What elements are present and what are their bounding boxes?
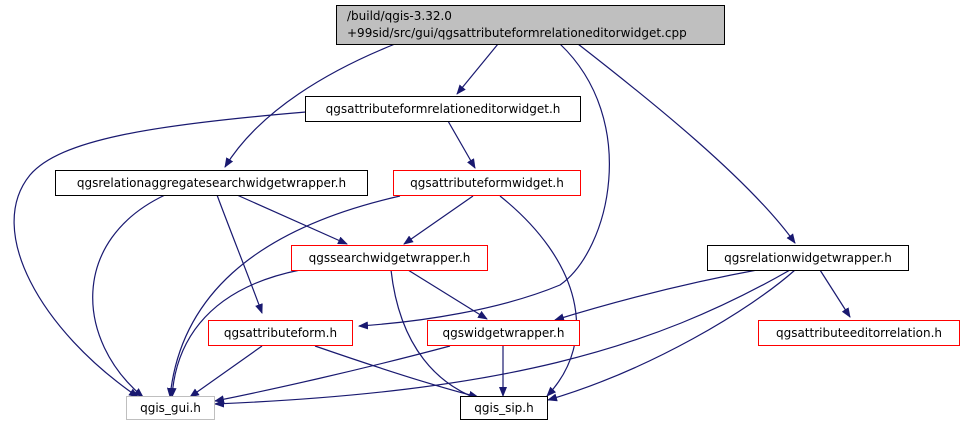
node-qgswidgetwrapper-h[interactable]: qgswidgetwrapper.h [427, 320, 580, 346]
edge-aggregatesearch-to-searchwrapper [236, 194, 348, 245]
root-file-node: /build/qgis-3.32.0 +99sid/src/gui/qgsatt… [336, 5, 725, 45]
node-label: qgis_gui.h [140, 400, 201, 415]
node-label: qgsattributeformrelationeditorwidget.h [325, 101, 561, 116]
node-qgsattributeformrelationeditorwidget-h[interactable]: qgsattributeformrelationeditorwidget.h [305, 96, 581, 122]
node-qgsattributeform-h[interactable]: qgsattributeform.h [208, 320, 353, 346]
node-qgis-gui-h[interactable]: qgis_gui.h [126, 396, 215, 420]
root-file-path-line1: /build/qgis-3.32.0 [347, 9, 452, 23]
node-label: qgis_sip.h [474, 400, 534, 415]
edge-widgetwrapper-to-gui [214, 345, 451, 404]
edge-relationwrapper-to-gui [214, 269, 791, 408]
edge-root-to-aggregatesearch [224, 43, 396, 168]
edge-relationeditor-to-gui [13, 111, 307, 398]
edge-aggregatesearch-to-gui [92, 194, 166, 398]
edge-relationwrapper-to-editorrelation [819, 269, 851, 318]
edge-root-to-relationeditor [456, 43, 499, 95]
edge-searchwrapper-to-gui [168, 269, 301, 398]
edge-attributeform-to-gui [189, 345, 263, 398]
node-label: qgsattributeformwidget.h [410, 175, 564, 190]
edge-root-to-relationwrapper [577, 43, 796, 244]
node-qgsrelationwidgetwrapper-h[interactable]: qgsrelationwidgetwrapper.h [707, 245, 909, 271]
edge-aggregatesearch-to-attributeform [216, 194, 263, 314]
edge-formwidget-to-searchwrapper [403, 195, 474, 245]
edge-relationwrapper-to-widgetwrapper [554, 267, 769, 322]
node-label: qgsrelationaggregatesearchwidgetwrapper.… [76, 175, 347, 190]
node-qgsattributeformwidget-h[interactable]: qgsattributeformwidget.h [393, 170, 581, 196]
edge-attributeform-to-sip [314, 345, 479, 399]
edge-root-to-attributeform [358, 43, 610, 330]
edge-relationwrapper-to-sip [547, 269, 796, 402]
edge-relationeditor-to-formwidget [447, 120, 476, 169]
node-qgis-sip-h[interactable]: qgis_sip.h [460, 396, 548, 420]
node-label: qgsrelationwidgetwrapper.h [724, 250, 892, 265]
node-label: qgssearchwidgetwrapper.h [308, 250, 471, 265]
edge-formwidget-to-gui [166, 195, 401, 398]
node-qgsrelationaggregatesearchwidgetwrapper-h[interactable]: qgsrelationaggregatesearchwidgetwrapper.… [55, 170, 368, 196]
node-label: qgsattributeform.h [223, 325, 338, 340]
edge-searchwrapper-to-widgetwrapper [407, 269, 488, 320]
edge-formwidget-to-sip [499, 195, 578, 397]
node-label: qgswidgetwrapper.h [442, 325, 565, 340]
node-qgsattributeeditorrelation-h[interactable]: qgsattributeeditorrelation.h [758, 320, 960, 346]
node-qgssearchwidgetwrapper-h[interactable]: qgssearchwidgetwrapper.h [291, 245, 488, 271]
node-label: qgsattributeeditorrelation.h [775, 325, 943, 340]
root-file-path-line2: +99sid/src/gui/qgsattributeformrelatione… [347, 26, 687, 40]
